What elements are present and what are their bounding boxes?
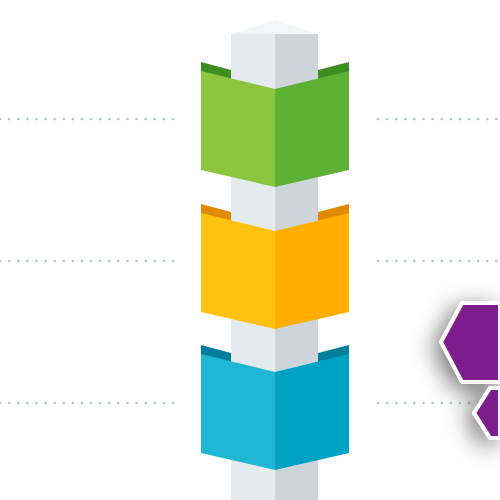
cyan-block <box>201 345 349 470</box>
green-block-left-face <box>201 71 275 187</box>
green-block-right-face <box>275 71 349 187</box>
yellow-block-right-face <box>275 213 349 329</box>
hexagon-large <box>439 301 500 384</box>
cyan-block-right-face <box>275 354 349 470</box>
yellow-block-left-face <box>201 213 275 329</box>
green-block <box>201 62 349 187</box>
stacked-blocks <box>201 62 349 470</box>
yellow-block <box>201 204 349 329</box>
hexagon-badge <box>439 301 500 440</box>
cyan-block-left-face <box>201 354 275 470</box>
hexagon-small <box>472 386 500 440</box>
dotted-connector-lines <box>0 117 500 405</box>
